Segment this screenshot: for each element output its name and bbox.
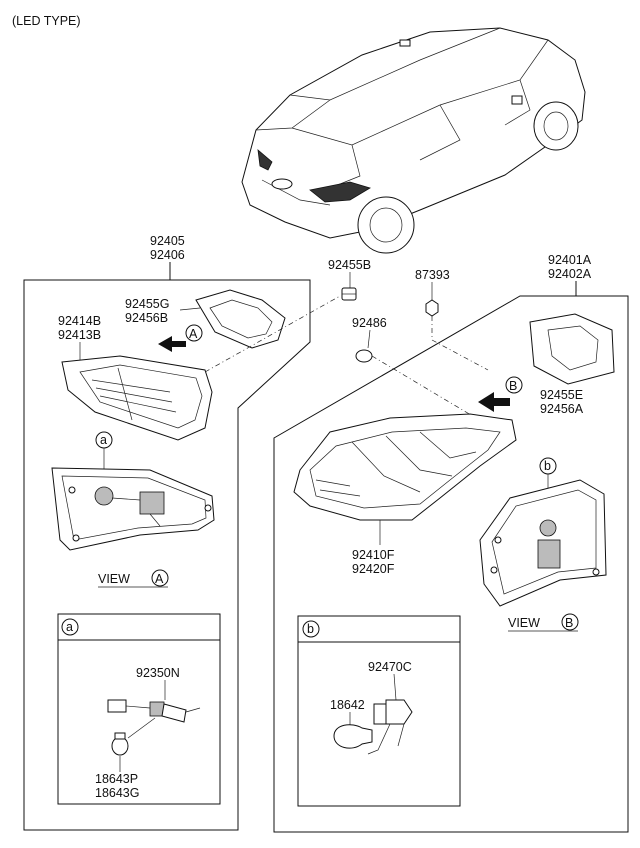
left-assembly-label-1: 92405 xyxy=(150,234,185,248)
left-lamp-label-2: 92413B xyxy=(58,328,101,342)
right-assembly-frame xyxy=(273,295,629,833)
detail-a-socket-label: 92350N xyxy=(136,666,180,680)
bulb-icon xyxy=(111,732,129,756)
detail-b-box xyxy=(297,615,461,807)
right-lamp-back-view xyxy=(479,479,607,607)
car-icon xyxy=(241,27,586,254)
left-view-ref-circle: A xyxy=(189,327,198,341)
right-gasket-label-2: 92456A xyxy=(540,402,584,416)
detail-b-socket-label: 92470C xyxy=(368,660,412,674)
left-assembly-frame xyxy=(23,279,311,831)
right-view-ref: B xyxy=(565,616,573,630)
right-lamp-label-2: 92420F xyxy=(352,562,395,576)
part-92486-label: 92486 xyxy=(352,316,387,330)
grommet-icon xyxy=(355,349,373,363)
right-outer-lamp xyxy=(293,413,517,521)
right-assembly-label-2: 92402A xyxy=(548,267,592,281)
detail-a-ref: a xyxy=(66,620,73,634)
socket-icon xyxy=(367,699,413,755)
right-lamp-label-1: 92410F xyxy=(352,548,395,562)
gasket-icon xyxy=(195,289,286,349)
right-gasket-label-1: 92455E xyxy=(540,388,583,402)
bulb-icon xyxy=(333,724,373,749)
left-inner-lamp xyxy=(61,355,213,441)
led-type-label: (LED TYPE) xyxy=(12,14,81,28)
left-gasket-label-1: 92455G xyxy=(125,297,169,311)
part-87393-label: 87393 xyxy=(415,268,450,282)
arrow-icon xyxy=(158,336,186,352)
part-92455b-label: 92455B xyxy=(328,258,371,272)
detail-a-bulb-label-1: 18643P xyxy=(95,772,138,786)
detail-a-bulb-label-2: 18643G xyxy=(95,786,139,800)
nut-icon xyxy=(425,299,439,317)
left-gasket-label-2: 92456B xyxy=(125,311,168,325)
detail-a-box xyxy=(57,613,221,805)
right-detail-ref-circle: b xyxy=(544,459,551,473)
right-view-ref-circle: B xyxy=(509,379,517,393)
right-view-label: VIEW xyxy=(508,616,540,630)
grommet-icon xyxy=(341,287,357,301)
gasket-icon xyxy=(529,313,615,385)
socket-icon xyxy=(107,699,201,723)
arrow-icon xyxy=(478,392,510,412)
left-view-label: VIEW xyxy=(98,572,130,586)
left-lamp-back-view xyxy=(51,467,215,551)
detail-b-bulb-label: 18642 xyxy=(330,698,365,712)
detail-b-ref: b xyxy=(307,622,314,636)
left-detail-ref-circle: a xyxy=(100,433,107,447)
left-assembly-label-2: 92406 xyxy=(150,248,185,262)
left-lamp-label-1: 92414B xyxy=(58,314,101,328)
left-view-ref: A xyxy=(155,572,164,586)
right-assembly-label-1: 92401A xyxy=(548,253,592,267)
